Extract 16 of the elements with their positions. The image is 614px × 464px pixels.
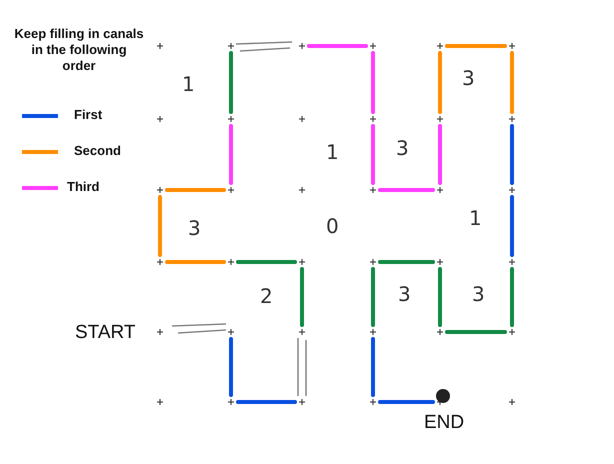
cell-number: 3 bbox=[472, 282, 485, 306]
start-label: START bbox=[75, 322, 136, 344]
cell-number: 3 bbox=[462, 66, 475, 90]
cell-number: 3 bbox=[398, 282, 411, 306]
cell-number: 2 bbox=[260, 284, 273, 308]
cell-number: 1 bbox=[326, 140, 339, 164]
cell-number: 3 bbox=[188, 216, 201, 240]
instruction-heading: Keep filling in canals in the following order bbox=[14, 26, 144, 74]
end-label: END bbox=[424, 412, 464, 434]
legend-label: First bbox=[74, 107, 102, 122]
legend-label: Second bbox=[74, 143, 121, 158]
cell-number: 0 bbox=[326, 214, 339, 238]
cell-number: 1 bbox=[182, 72, 195, 96]
cell-number: 1 bbox=[469, 206, 482, 230]
cell-number: 3 bbox=[396, 136, 409, 160]
legend-label: Third bbox=[67, 179, 100, 194]
